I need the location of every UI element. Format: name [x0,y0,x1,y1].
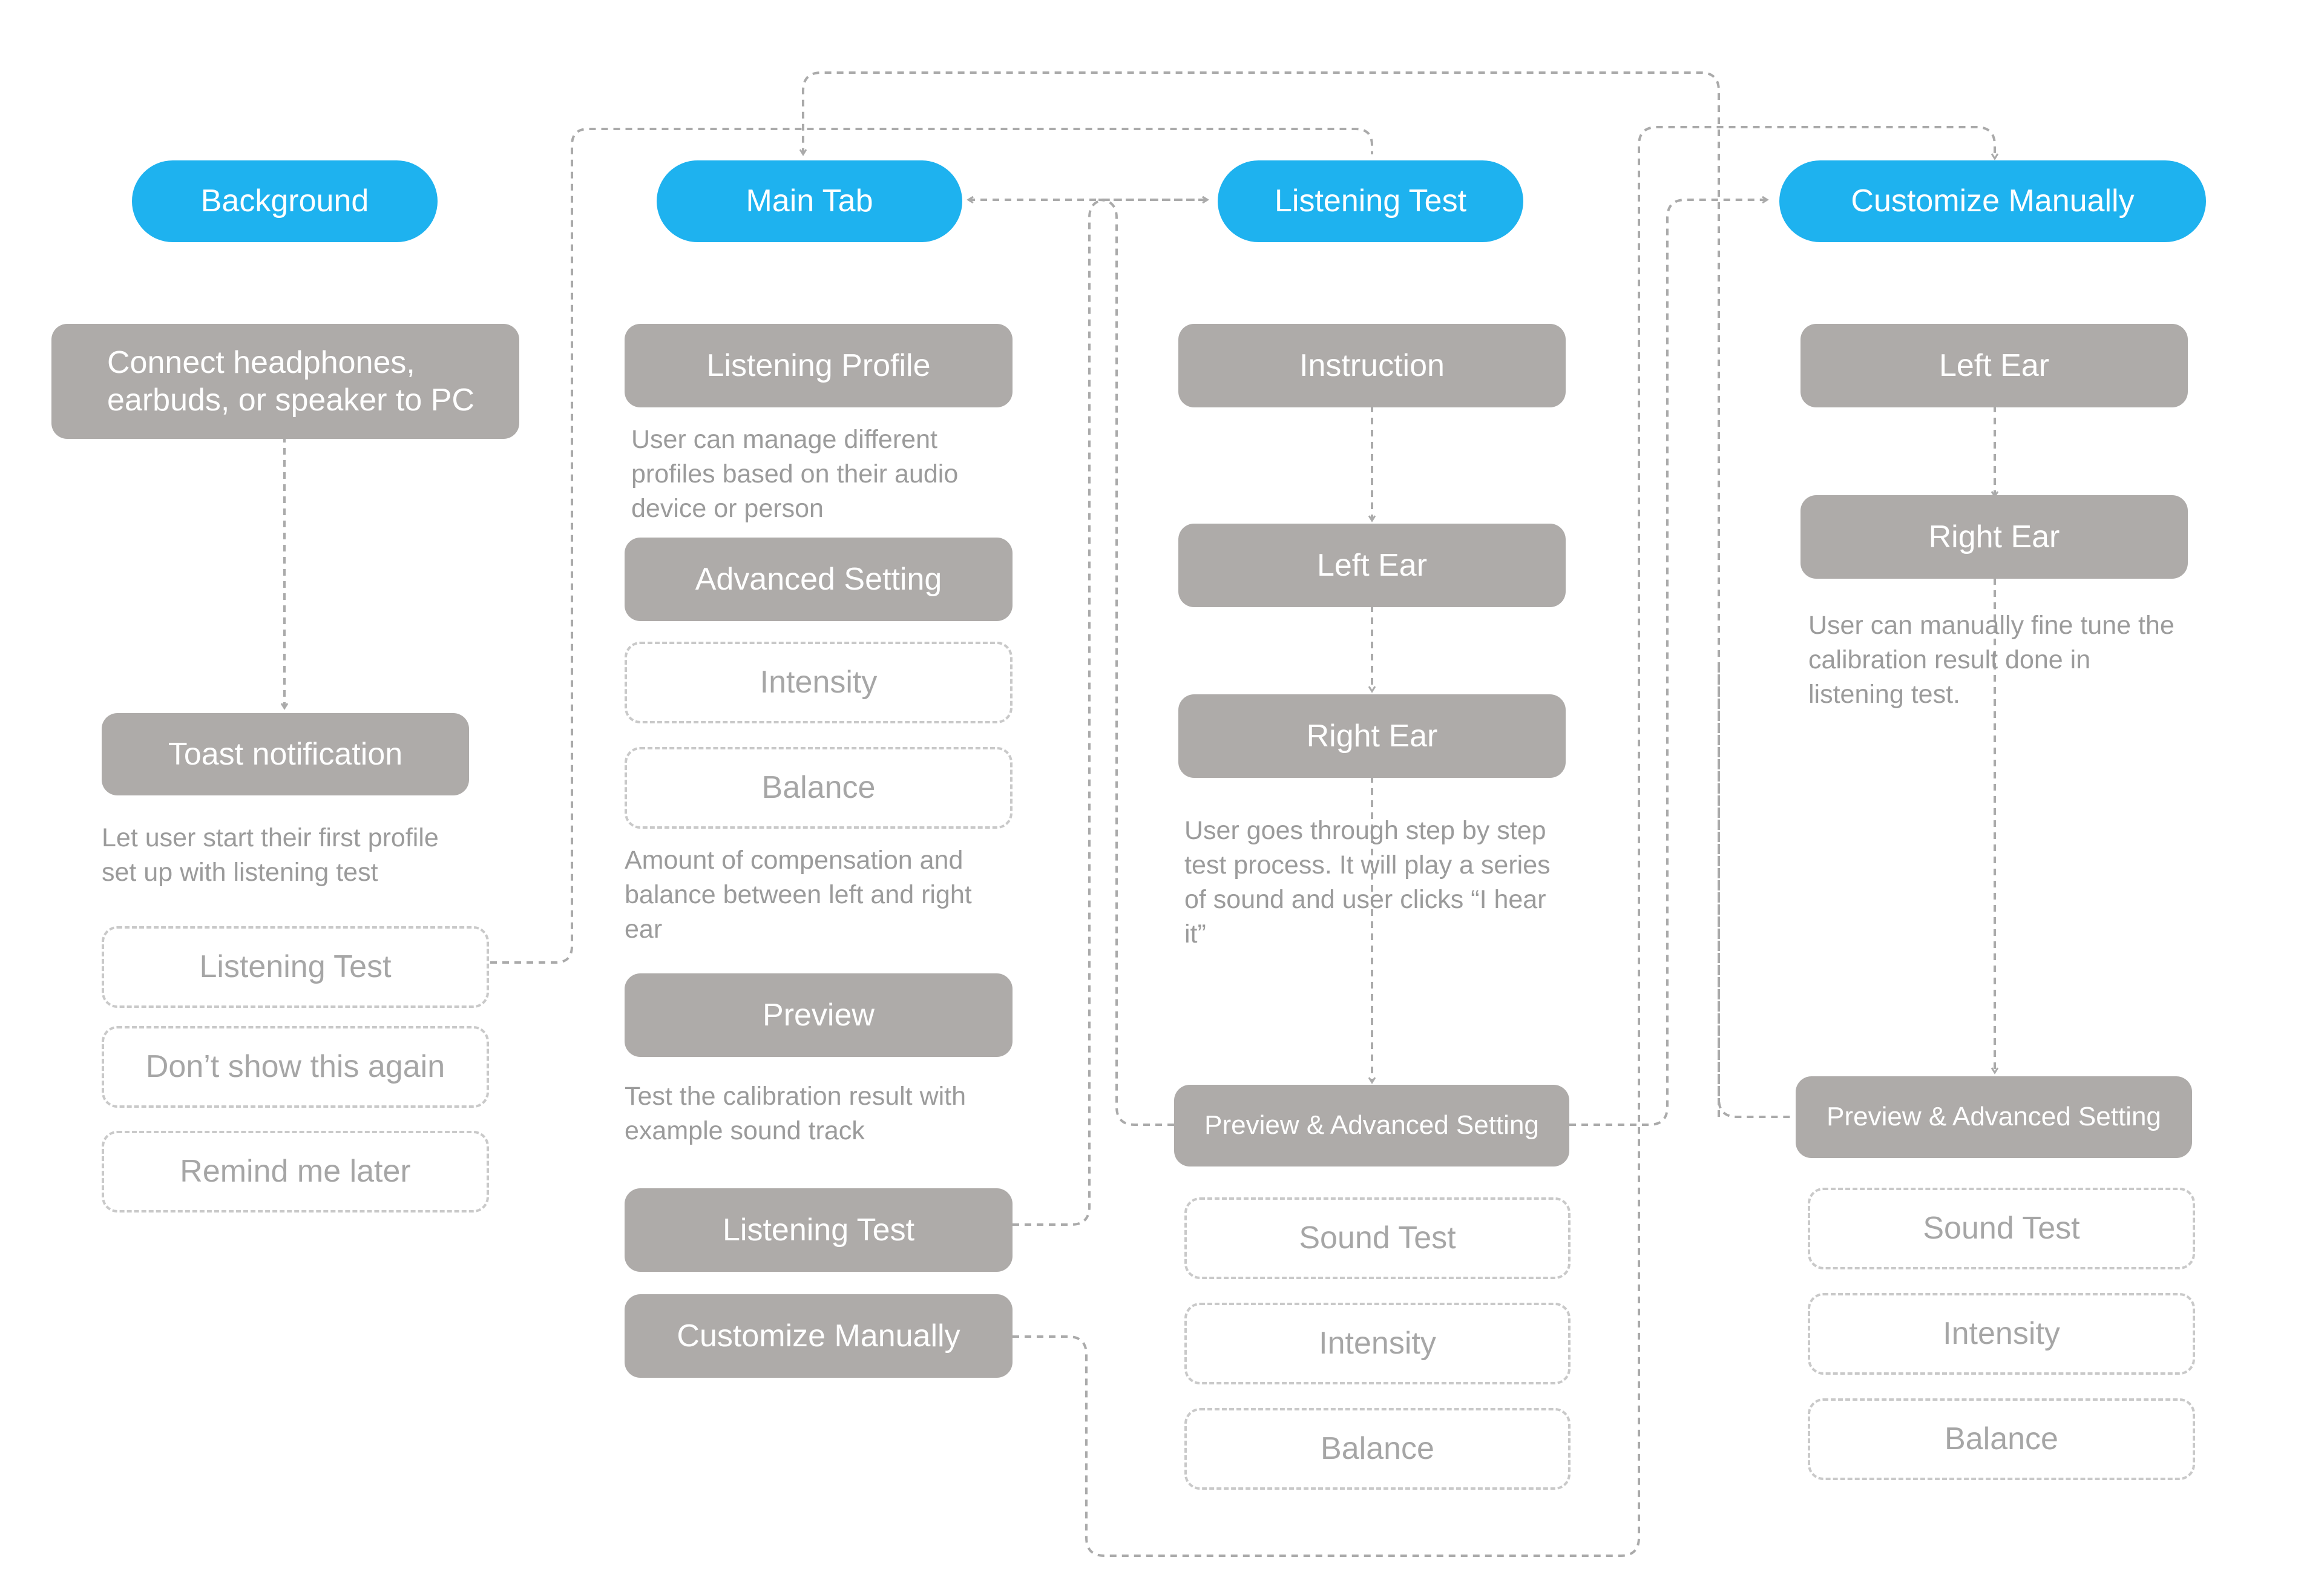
connector-toast-test-to-listening-header [490,128,1373,964]
header-main-tab[interactable]: Main Tab [657,160,962,242]
preview-description: Test the calibration result with example… [625,1082,967,1145]
toast-notification-node[interactable]: Toast notification [102,713,469,795]
listening-preview-advanced-node[interactable]: Preview & Advanced Setting [1174,1085,1569,1166]
listening-sound-test-option[interactable]: Sound Test [1184,1197,1571,1279]
connector-main-customize [1013,126,1995,1557]
toast-option-remind-later[interactable]: Remind me later [102,1131,489,1213]
listening-intensity-option[interactable]: Intensity [1184,1303,1571,1384]
toast-option-listening-test[interactable]: Listening Test [102,926,489,1008]
header-listening-test[interactable]: Listening Test [1218,160,1523,242]
customize-left-ear-node[interactable]: Left Ear [1800,324,2188,407]
customize-balance-option[interactable]: Balance [1808,1398,2195,1480]
header-customize-manually[interactable]: Customize Manually [1779,160,2206,242]
connector-preview-back [1098,199,1174,1126]
advanced-setting-node[interactable]: Advanced Setting [625,538,1013,621]
customize-sound-test-option[interactable]: Sound Test [1808,1188,2195,1269]
customize-right-ear-node[interactable]: Right Ear [1800,495,2188,579]
main-customize-manually-node[interactable]: Customize Manually [625,1294,1013,1378]
toast-option-dont-show[interactable]: Don’t show this again [102,1026,489,1108]
instruction-node[interactable]: Instruction [1178,324,1566,407]
preview-node[interactable]: Preview [625,973,1013,1057]
listening-profile-node[interactable]: Listening Profile [625,324,1013,407]
customize-intensity-option[interactable]: Intensity [1808,1293,2195,1375]
connector-main-listening-test [1013,200,1207,1226]
advanced-setting-description: Amount of compensation and balance betwe… [625,846,972,944]
main-listening-test-node[interactable]: Listening Test [625,1188,1013,1272]
listening-left-ear-node[interactable]: Left Ear [1178,524,1566,607]
connector-loop-to-cust-preview [1718,666,1794,1118]
header-background[interactable]: Background [132,160,438,242]
listening-profile-description: User can manage different profiles based… [631,425,959,523]
main-intensity-option[interactable]: Intensity [625,642,1013,723]
connector-preview-to-customize [1569,200,1767,1126]
customize-preview-advanced-node[interactable]: Preview & Advanced Setting [1796,1076,2192,1158]
customize-description: User can manually fine tune the calibrat… [1808,611,2175,709]
listening-test-description: User goes through step by step test proc… [1184,816,1551,949]
main-balance-option[interactable]: Balance [625,747,1013,829]
listening-balance-option[interactable]: Balance [1184,1408,1571,1490]
toast-description: Let user start their first profile set u… [102,823,439,887]
connect-device-node: Connect headphones, earbuds, or speaker … [51,324,519,439]
connector-loop-to-maintab [803,71,1720,1119]
listening-right-ear-node[interactable]: Right Ear [1178,694,1566,778]
